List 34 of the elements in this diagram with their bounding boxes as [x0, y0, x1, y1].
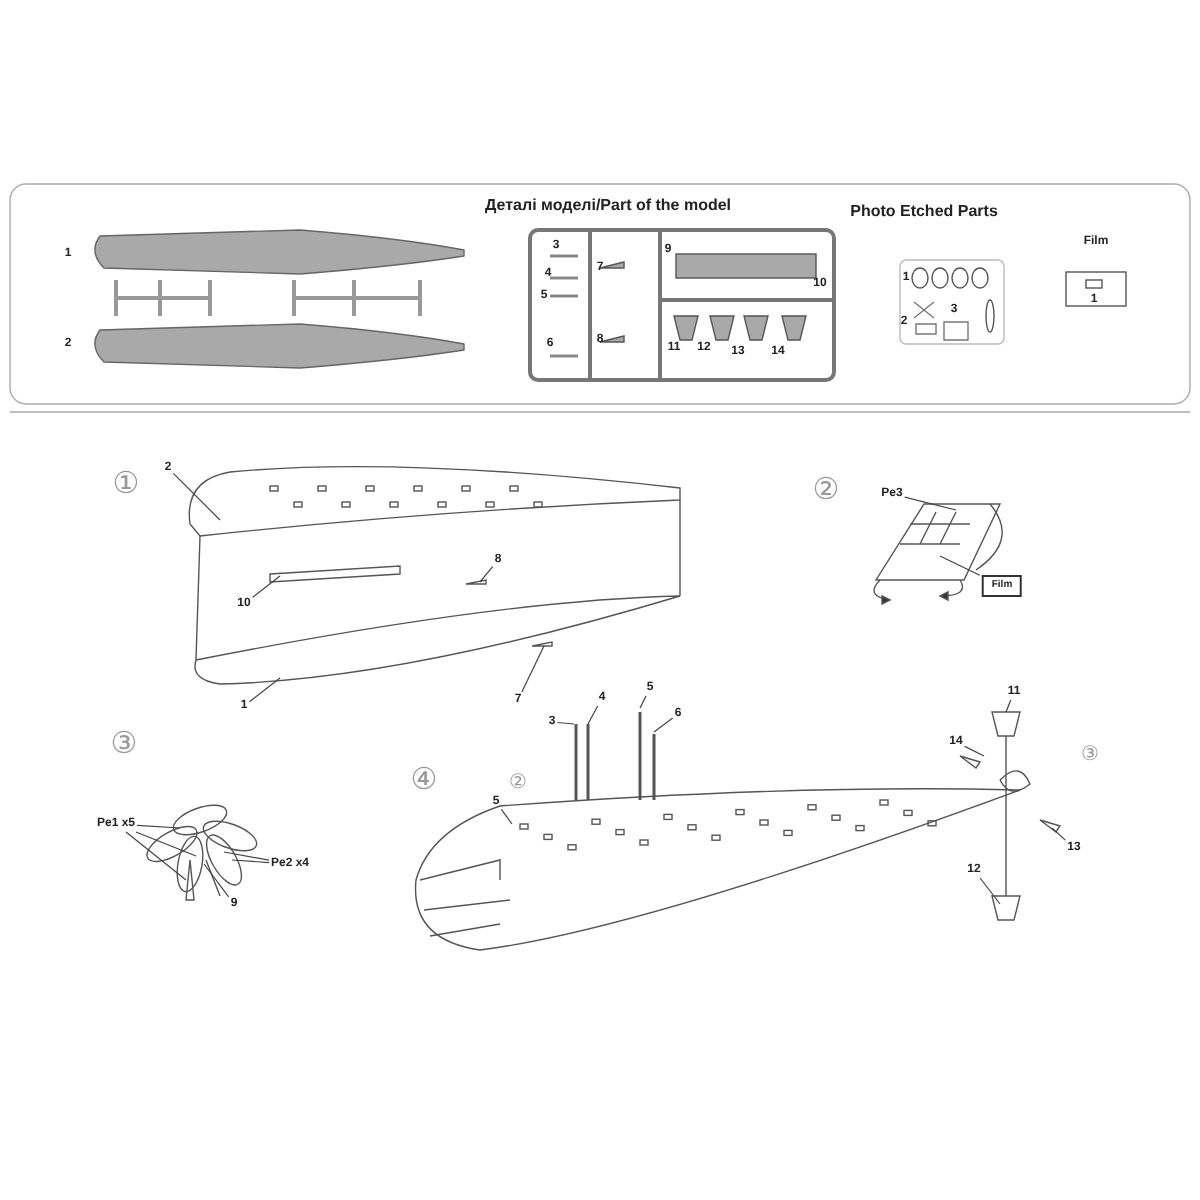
leader-line — [500, 808, 513, 825]
leader-line — [135, 831, 197, 857]
propeller-drawing — [146, 804, 258, 901]
leader-line — [125, 831, 187, 881]
leader-line — [939, 555, 981, 576]
step-number: ③ — [1081, 746, 1099, 766]
step-number: ② — [812, 475, 840, 505]
leader-line — [556, 721, 575, 725]
leader-line — [979, 877, 1001, 905]
leader-line — [248, 677, 281, 703]
step-number: ① — [112, 469, 140, 499]
leader-line — [136, 824, 181, 829]
step-number: ③ — [110, 729, 138, 759]
leader-line — [639, 695, 647, 709]
leader-line — [172, 472, 221, 521]
leader-line — [904, 496, 957, 511]
leader-line — [223, 851, 270, 861]
leader-line — [1051, 827, 1066, 841]
submarine-hull-drawing — [414, 711, 1062, 951]
window-frame-drawing — [875, 503, 1003, 581]
leader-line — [203, 863, 230, 898]
leader-line — [479, 565, 494, 583]
leader-line — [521, 645, 545, 693]
section-heading: Photo Etched Parts — [850, 204, 998, 220]
leader-line — [653, 717, 674, 733]
leader-line — [964, 745, 985, 757]
hull-assembly-drawing — [188, 465, 681, 685]
section-heading: Деталі моделі/Part of the model — [484, 198, 732, 214]
leader-line — [252, 575, 281, 598]
leader-line — [587, 705, 599, 725]
step-number: ④ — [410, 765, 438, 795]
step-number: ② — [509, 774, 527, 794]
leader-line — [231, 859, 270, 864]
leader-line — [1005, 699, 1012, 713]
